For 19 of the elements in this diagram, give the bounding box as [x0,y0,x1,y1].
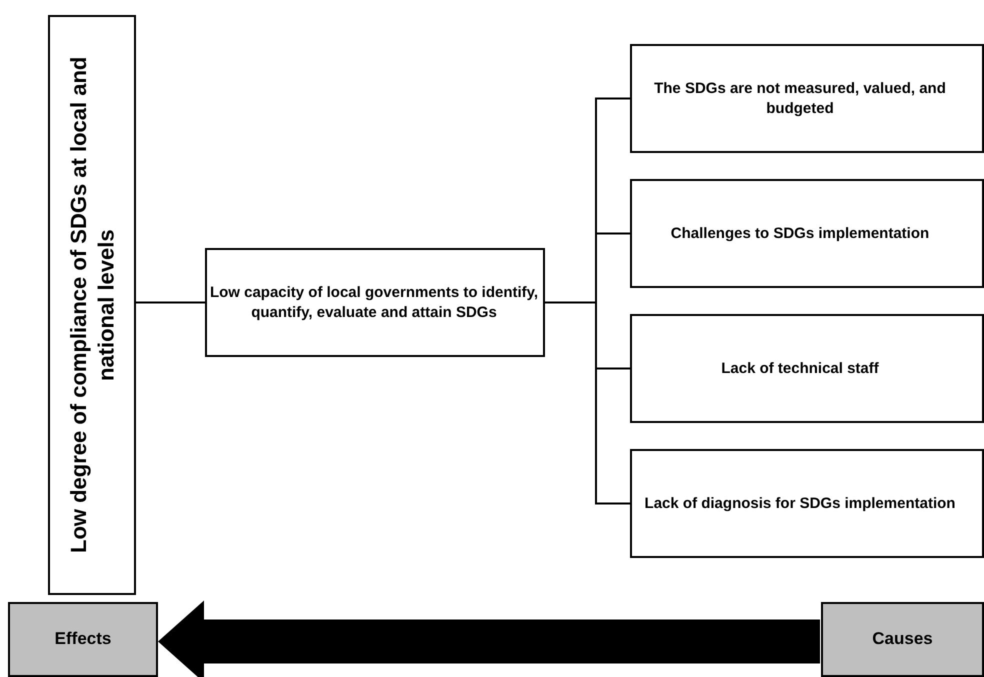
box-text: Lack of technical staff [721,358,879,378]
cause-box [630,314,984,423]
cause-box [630,179,984,288]
cause-box [205,248,545,357]
box-text: Low degree of compliance of SDGs at local and national levels [64,56,119,556]
connector-line [136,302,205,304]
effect-box [48,15,136,595]
direction-block-arrow [158,600,820,677]
connector-line [545,302,630,504]
label-box [8,602,158,677]
label-box [821,602,984,677]
box-text: Challenges to SDGs implementation [670,224,930,244]
box-text: Causes [872,628,933,650]
cause-box [630,449,984,558]
box-text: The SDGs are not measured, valued, and budgeted [653,79,947,118]
cause-box [630,44,984,153]
box-text: Lack of diagnosis for SDGs implementation [644,494,956,514]
box-text: Effects [54,628,112,650]
box-text: Low capacity of local governments to identify, quantify, evaluate and attain SDGs [208,283,540,322]
